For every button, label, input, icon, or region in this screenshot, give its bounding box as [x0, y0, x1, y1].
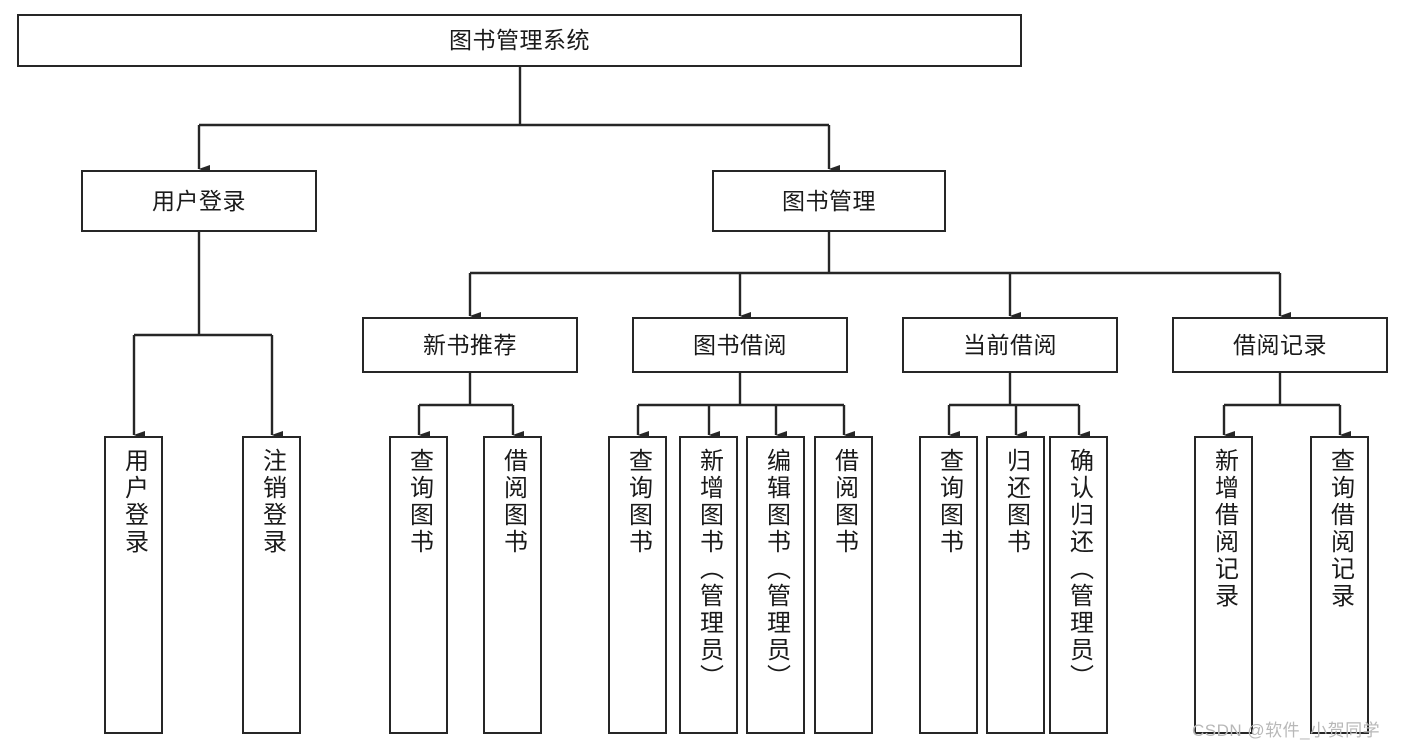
node-label: 编辑图书（管理员）: [762, 448, 790, 691]
node-leaf-add-book[interactable]: 新增图书（管理员）: [679, 436, 738, 734]
node-leaf-query-book-2[interactable]: 查询图书: [608, 436, 667, 734]
watermark-label: CSDN @软件_小贺同学: [1192, 721, 1381, 740]
node-label: 借阅图书: [499, 448, 527, 556]
node-root[interactable]: 图书管理系统: [17, 14, 1022, 67]
node-new-book-rec[interactable]: 新书推荐: [362, 317, 578, 373]
node-leaf-borrow-book-2[interactable]: 借阅图书: [814, 436, 873, 734]
node-label: 图书借阅: [693, 331, 787, 358]
node-book-manage[interactable]: 图书管理: [712, 170, 946, 232]
node-leaf-query-book-1[interactable]: 查询图书: [389, 436, 448, 734]
node-leaf-query-book-3[interactable]: 查询图书: [919, 436, 978, 734]
node-leaf-return-book[interactable]: 归还图书: [986, 436, 1045, 734]
node-user-login[interactable]: 用户登录: [81, 170, 317, 232]
node-label: 查询图书: [935, 448, 963, 556]
node-label: 查询图书: [624, 448, 652, 556]
node-label: 图书管理系统: [449, 27, 590, 54]
node-label: 新增借阅记录: [1210, 448, 1238, 610]
node-leaf-borrow-book-1[interactable]: 借阅图书: [483, 436, 542, 734]
node-label: 借阅记录: [1233, 331, 1327, 358]
node-leaf-query-record[interactable]: 查询借阅记录: [1310, 436, 1369, 734]
node-leaf-add-record[interactable]: 新增借阅记录: [1194, 436, 1253, 734]
node-borrow-record[interactable]: 借阅记录: [1172, 317, 1388, 373]
node-book-borrow[interactable]: 图书借阅: [632, 317, 848, 373]
node-leaf-confirm-return[interactable]: 确认归还（管理员）: [1049, 436, 1108, 734]
node-leaf-edit-book[interactable]: 编辑图书（管理员）: [746, 436, 805, 734]
node-label: 图书管理: [782, 187, 876, 214]
node-label: 用户登录: [152, 187, 246, 214]
node-label: 注销登录: [258, 448, 286, 556]
node-label: 归还图书: [1002, 448, 1030, 556]
node-label: 新书推荐: [423, 331, 517, 358]
node-label: 借阅图书: [830, 448, 858, 556]
node-current-borrow[interactable]: 当前借阅: [902, 317, 1118, 373]
node-label: 当前借阅: [963, 331, 1057, 358]
node-leaf-user-logout[interactable]: 注销登录: [242, 436, 301, 734]
node-leaf-user-login[interactable]: 用户登录: [104, 436, 163, 734]
wire-layer: [132, 67, 1352, 440]
node-label: 确认归还（管理员）: [1065, 448, 1093, 691]
node-label: 用户登录: [120, 448, 148, 556]
node-label: 新增图书（管理员）: [695, 448, 723, 691]
node-label: 查询图书: [405, 448, 433, 556]
node-label: 查询借阅记录: [1326, 448, 1354, 610]
